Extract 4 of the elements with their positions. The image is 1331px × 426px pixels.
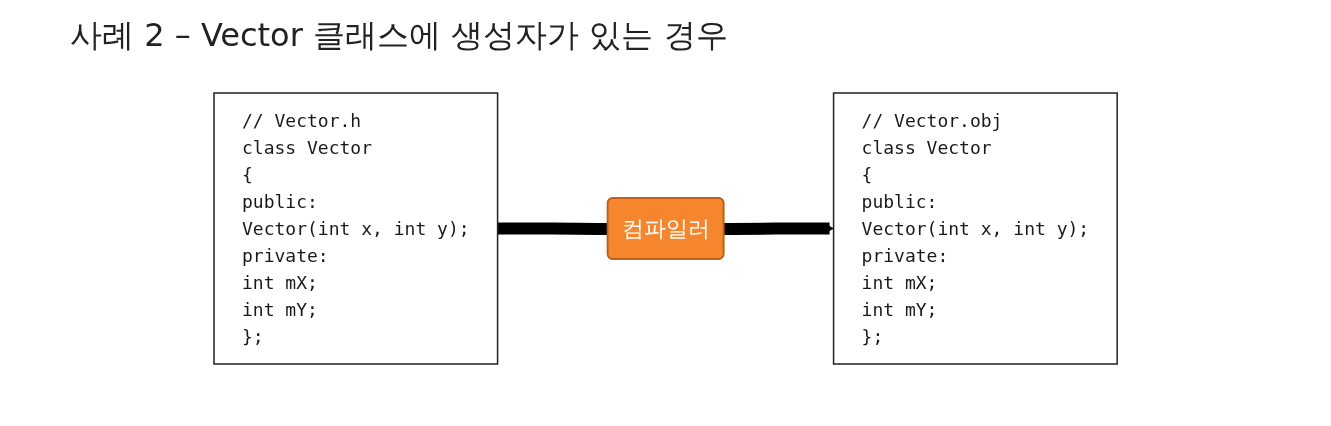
node-box: // Vector.h class Vector { public: Vector(int x, int y); private: int mX; int mY; }; [213, 91, 499, 365]
node-box: // Vector.obj class Vector { public: Vector(int x, int y); private: int mX; int mY; }; [832, 91, 1118, 365]
slide-title: 사례 2 – Vector 클래스에 생성자가 있는 경우 [70, 15, 729, 56]
arrow [723, 222, 834, 235]
